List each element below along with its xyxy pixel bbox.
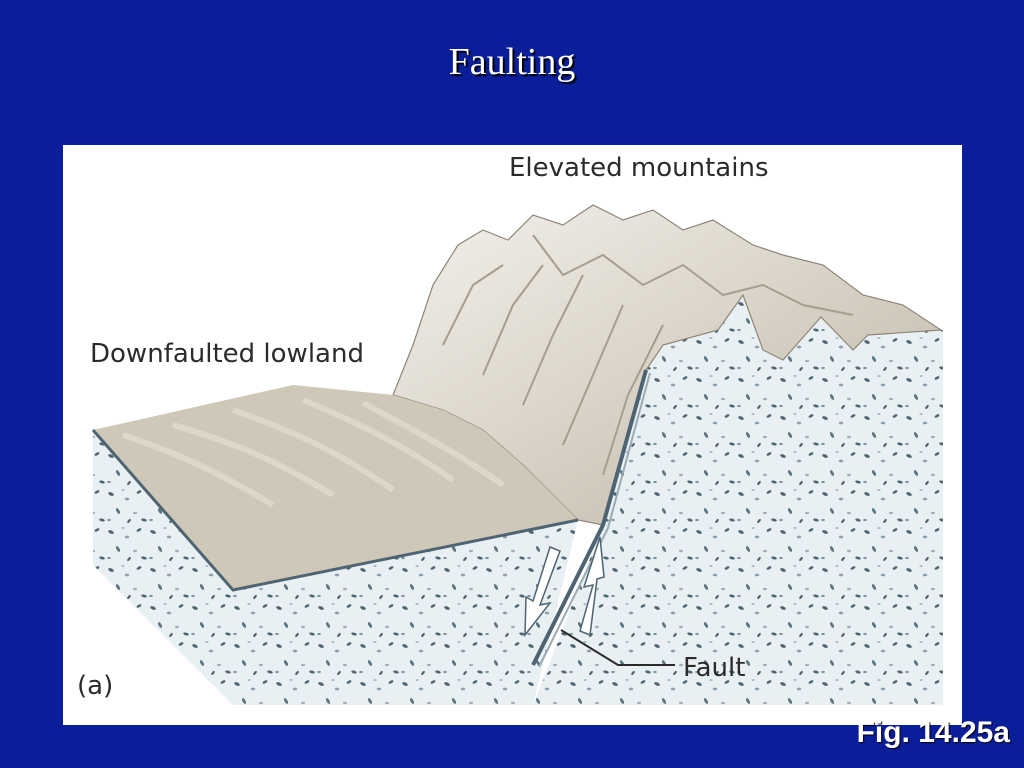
mountain-ridge-lines: [442, 234, 854, 476]
figure-part-label: (a): [77, 671, 114, 701]
label-downfaulted-lowland: Downfaulted lowland: [90, 339, 364, 369]
fault-line-shadow: [538, 372, 651, 668]
lowland-top-edge: [91, 429, 579, 592]
upward-motion-arrow: [579, 536, 605, 637]
lowland-block-front: [233, 520, 578, 705]
label-fault: Fault: [683, 653, 746, 683]
fault-block-illustration: [91, 204, 943, 705]
downward-motion-arrow: [524, 546, 561, 638]
fault-leader-line: [560, 629, 675, 666]
fault-line: [531, 369, 648, 666]
elevated-mountains: [392, 204, 943, 526]
slide-title: Faulting: [448, 41, 576, 83]
figure-caption: Fig. 14.25a: [856, 716, 1010, 749]
label-elevated-mountains: Elevated mountains: [509, 153, 769, 183]
lowland-strata: [122, 397, 505, 508]
upthrown-block-front: [533, 295, 943, 705]
lowland-block-side: [93, 430, 233, 705]
fault-block-diagram: Elevated mountains Downfaulted lowland F…: [63, 145, 962, 725]
